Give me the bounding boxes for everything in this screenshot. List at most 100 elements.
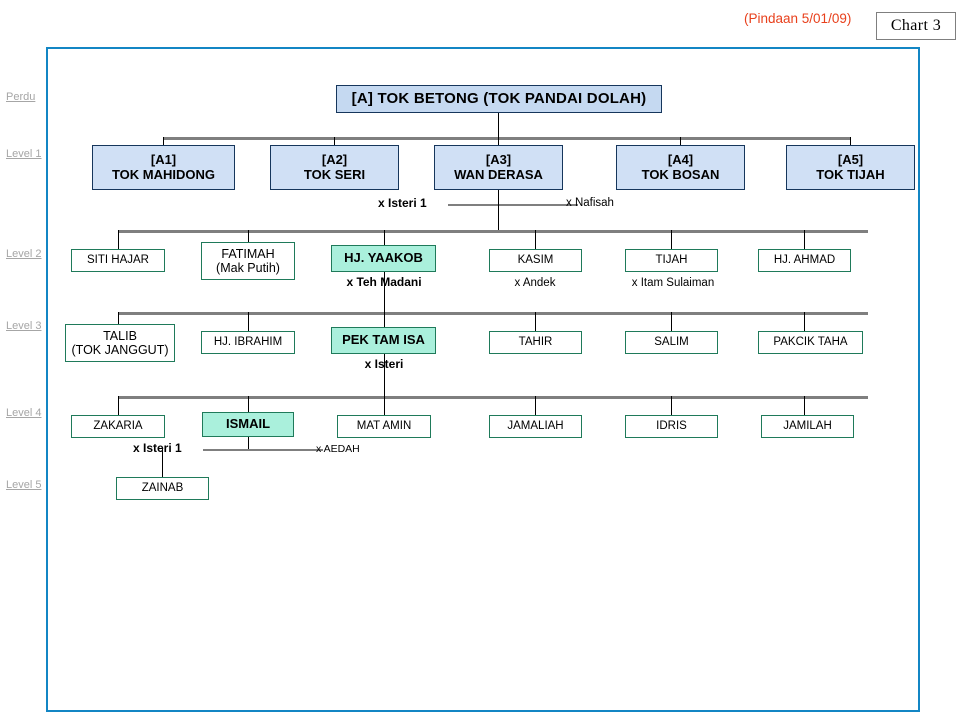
rail-label-level-5: Level 5 (6, 479, 42, 491)
node-label: JAMALIAH (507, 419, 564, 432)
node-tok-betong[interactable]: [A] TOK BETONG (TOK PANDAI DOLAH) (336, 85, 662, 113)
connector-drop-mat-amin (384, 396, 385, 415)
connector-drop-a5 (850, 137, 851, 149)
node-label: TIJAH (655, 253, 688, 266)
connector-drop-ismail (248, 396, 249, 415)
node-hj-ibrahim[interactable]: HJ. IBRAHIM (201, 331, 295, 354)
connector-bus-level-1 (163, 137, 851, 140)
node-jamaliah[interactable]: JAMALIAH (489, 415, 582, 438)
connector-spouse-rule-ismail (203, 449, 323, 451)
node-a2-tok-seri[interactable]: [A2] TOK SERI (270, 145, 399, 190)
spouse-label-pek-tam-isa: x Isteri (364, 357, 404, 371)
connector-drop-zakaria (118, 396, 119, 415)
spouse-label-a3-primary: x Isteri 1 (378, 196, 427, 210)
node-code: [A2] (321, 151, 348, 167)
connector-drop-hj-ibrahim (248, 312, 249, 331)
node-label: [A] TOK BETONG (TOK PANDAI DOLAH) (351, 90, 647, 108)
connector-ismail-down (248, 437, 249, 449)
node-pakcik-taha[interactable]: PAKCIK TAHA (758, 331, 863, 354)
node-hj-yaakob[interactable]: HJ. YAAKOB (331, 245, 436, 272)
connector-drop-jamaliah (535, 396, 536, 415)
rail-label-level-2: Level 2 (6, 248, 42, 260)
node-sublabel: (Mak Putih) (216, 261, 280, 275)
spouse-label-ismail-primary: x Isteri 1 (133, 441, 182, 455)
node-pek-tam-isa[interactable]: PEK TAM ISA (331, 327, 436, 354)
node-label: WAN DERASA (454, 166, 543, 182)
spouse-label-tijah: x Itam Sulaiman (631, 277, 715, 289)
connector-drop-idris (671, 396, 672, 415)
revision-note: (Pindaan 5/01/09) (744, 11, 852, 26)
node-kasim[interactable]: KASIM (489, 249, 582, 272)
node-idris[interactable]: IDRIS (625, 415, 718, 438)
node-label: FATIMAH (221, 246, 275, 261)
connector-drop-jamilah (804, 396, 805, 415)
connector-drop-a3 (498, 137, 499, 149)
node-code: [A5] (837, 151, 864, 167)
node-label: TOK TIJAH (816, 166, 885, 182)
node-zakaria[interactable]: ZAKARIA (71, 415, 165, 438)
connector-bus-level-4 (118, 396, 868, 399)
node-label: ZAINAB (141, 481, 184, 494)
node-sublabel: (TOK JANGGUT) (71, 343, 169, 357)
node-label: KASIM (517, 253, 554, 266)
spouse-label-kasim: x Andek (514, 277, 556, 289)
node-mat-amin[interactable]: MAT AMIN (337, 415, 431, 438)
connector-drop-pek-tam-isa (384, 312, 385, 331)
connector-drop-hj-ahmad (804, 230, 805, 249)
node-code: [A4] (667, 151, 694, 167)
node-a1-tok-mahidong[interactable]: [A1] TOK MAHIDONG (92, 145, 235, 190)
node-talib[interactable]: TALIB (TOK JANGGUT) (65, 324, 175, 362)
node-salim[interactable]: SALIM (625, 331, 718, 354)
connector-drop-salim (671, 312, 672, 331)
node-code: [A1] (150, 151, 177, 167)
connector-pektamisa-to-bus4 (384, 354, 385, 396)
node-siti-hajar[interactable]: SITI HAJAR (71, 249, 165, 272)
connector-drop-a2 (334, 137, 335, 149)
node-label: TOK SERI (303, 166, 366, 182)
node-label: TAHIR (518, 335, 553, 348)
node-label: HJ. AHMAD (773, 253, 836, 266)
connector-drop-a4 (680, 137, 681, 149)
connector-drop-tijah (671, 230, 672, 249)
connector-a3-to-bus2 (498, 204, 499, 230)
connector-bus-level-2 (118, 230, 868, 233)
node-a5-tok-tijah[interactable]: [A5] TOK TIJAH (786, 145, 915, 190)
node-a3-wan-derasa[interactable]: [A3] WAN DERASA (434, 145, 563, 190)
node-label: ISMAIL (225, 416, 271, 432)
spouse-label-hj-yaakob: x Teh Madani (346, 275, 422, 289)
node-tijah[interactable]: TIJAH (625, 249, 718, 272)
node-tahir[interactable]: TAHIR (489, 331, 582, 354)
spouse-label-a3-secondary: x Nafisah (566, 197, 614, 209)
node-zainab[interactable]: ZAINAB (116, 477, 209, 500)
node-a4-tok-bosan[interactable]: [A4] TOK BOSAN (616, 145, 745, 190)
node-label: TALIB (103, 328, 137, 343)
rail-label-level-1: Level 1 (6, 148, 42, 160)
connector-spouse-rule-a3 (448, 204, 578, 206)
node-label: TOK BOSAN (641, 166, 720, 182)
spouse-label-ismail-secondary: x AEDAH (316, 443, 360, 455)
node-label: PAKCIK TAHA (773, 335, 848, 348)
rail-label-perdu: Perdu (6, 91, 36, 103)
node-fatimah[interactable]: FATIMAH (Mak Putih) (201, 242, 295, 280)
node-label: PEK TAM ISA (342, 332, 425, 348)
node-label: HJ. YAAKOB (344, 250, 423, 266)
connector-drop-hj-yaakob (384, 230, 385, 249)
rail-label-level-3: Level 3 (6, 320, 42, 332)
connector-drop-pakcik-taha (804, 312, 805, 331)
connector-drop-talib (118, 312, 119, 331)
connector-drop-siti-hajar (118, 230, 119, 249)
node-label: JAMILAH (783, 419, 832, 432)
connector-a3-down (498, 190, 499, 204)
node-hj-ahmad[interactable]: HJ. AHMAD (758, 249, 851, 272)
node-label: MAT AMIN (356, 419, 412, 432)
node-label: HJ. IBRAHIM (213, 335, 283, 348)
node-jamilah[interactable]: JAMILAH (761, 415, 854, 438)
node-label: TOK MAHIDONG (111, 166, 216, 182)
node-label: IDRIS (656, 419, 687, 432)
chart-frame: [A] TOK BETONG (TOK PANDAI DOLAH) [A1] T… (46, 47, 920, 712)
connector-drop-fatimah (248, 230, 249, 249)
connector-drop-tahir (535, 312, 536, 331)
node-ismail[interactable]: ISMAIL (202, 412, 294, 437)
chart-title-badge: Chart 3 (876, 12, 956, 40)
rail-label-level-4: Level 4 (6, 407, 42, 419)
